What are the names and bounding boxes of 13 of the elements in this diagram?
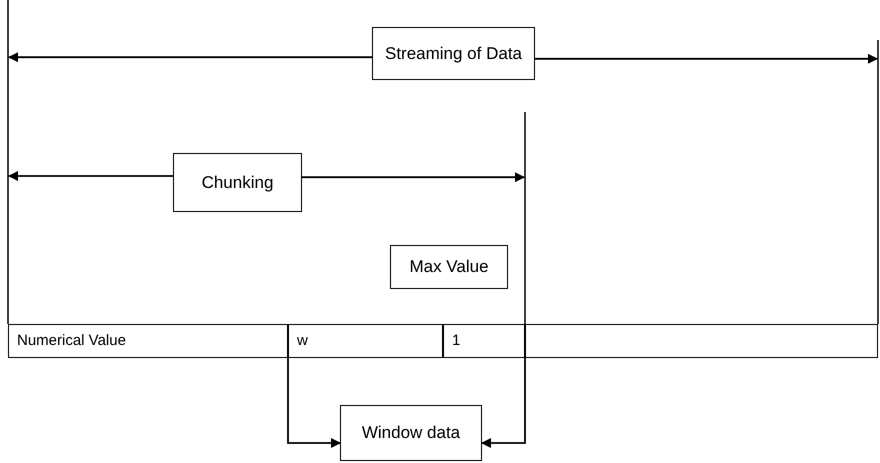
table-cell: w (288, 324, 443, 358)
arrow (287, 358, 341, 448)
process-box: Max Value (390, 245, 508, 289)
arrow (481, 358, 526, 448)
arrow (535, 54, 878, 64)
table-cell: 1 (443, 324, 525, 358)
process-box: Streaming of Data (372, 27, 535, 80)
arrow (8, 52, 372, 62)
arrow (8, 171, 173, 181)
arrow (302, 172, 525, 182)
process-box: Chunking (173, 153, 302, 212)
table-cell: Numerical Value (8, 324, 288, 358)
process-box: Window data (340, 405, 482, 461)
